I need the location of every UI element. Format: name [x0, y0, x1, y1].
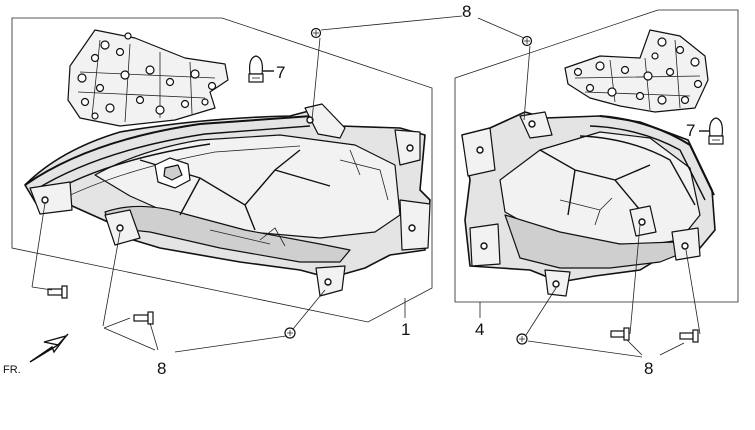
screw-right-a-icon: [516, 333, 528, 345]
screw-top-label: 8: [462, 2, 471, 21]
front-direction-text: FR.: [3, 364, 21, 376]
screw-right-b-icon: [610, 327, 630, 341]
left-assembly-label: 1: [401, 320, 410, 339]
left-reflector-plate: [67, 29, 229, 127]
screw-top-left-icon: [310, 27, 322, 39]
screw-left-bottom-label: 8: [157, 359, 166, 378]
bulb-right-label: 7: [686, 121, 695, 140]
left-assembly-outline: [11, 17, 433, 323]
screw-left-c-icon: [284, 327, 296, 339]
right-leader-lines: [477, 17, 701, 358]
screw-left-a-icon: [47, 285, 68, 299]
right-assembly-outline: [454, 9, 739, 303]
screw-top-right-icon: [521, 35, 533, 47]
front-direction-arrow-icon: [29, 333, 69, 363]
bulb-left-icon: [248, 55, 274, 83]
left-headlight-housing: [24, 103, 431, 297]
right-reflector-plate: [564, 29, 709, 113]
right-assembly-label: 4: [475, 320, 484, 339]
screw-right-bottom-label: 8: [644, 359, 653, 378]
screw-right-c-icon: [679, 329, 699, 343]
right-headlight-housing: [461, 111, 716, 297]
left-leader-lines: [31, 15, 463, 353]
bulb-right-icon: [699, 117, 724, 145]
screw-left-b-icon: [133, 311, 154, 325]
bulb-left-label: 7: [276, 63, 285, 82]
